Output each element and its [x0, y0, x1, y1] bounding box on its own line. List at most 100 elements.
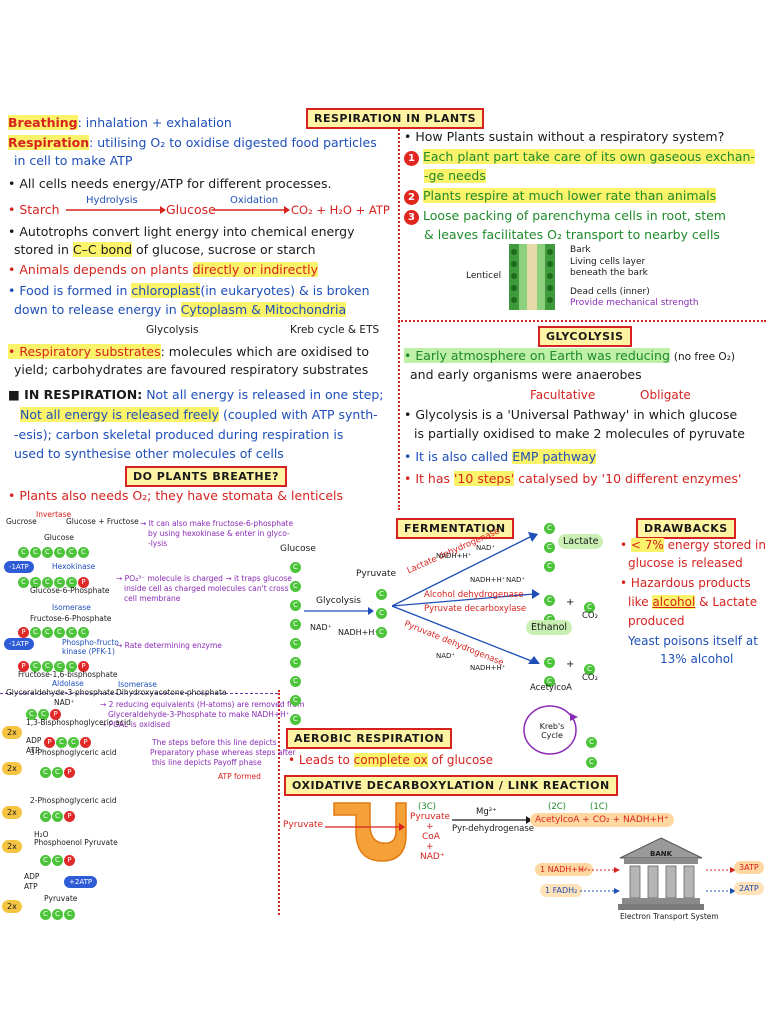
- drawback-3: Yeast poisons itself at: [628, 634, 758, 648]
- minus-atp-2: -1ATP: [4, 638, 34, 650]
- ets-2atp: 2ATP: [734, 882, 764, 895]
- drawback-1b: glucose is released: [628, 556, 743, 570]
- arrow-fadh-to-bank: [580, 888, 620, 894]
- pga2-label: 2-Phosphoglyceric acid: [30, 796, 117, 805]
- not-all-line-3: -esis); carbon skeletal produced during …: [14, 427, 344, 442]
- x2-badge-4: 2x: [2, 840, 22, 853]
- note-1a: → It can also make fructose-6-phosphate: [140, 519, 294, 528]
- autotrophs-line-1: • Autotrophs convert light energy into c…: [8, 224, 355, 239]
- ethanol-plus: +: [566, 597, 575, 608]
- divider-vertical-top: [398, 110, 400, 510]
- food-line-1: • Food is formed in chloroplast(in eukar…: [8, 283, 370, 298]
- x2-badge-5: 2x: [2, 900, 22, 913]
- breathing-text: : inhalation + exhalation: [77, 115, 232, 130]
- in-respiration-line: ■ IN RESPIRATION: Not all energy is rele…: [8, 388, 383, 402]
- provide-strength-label: Provide mechanical strength: [570, 298, 699, 308]
- not-all-line-4: used to synthesise other molecules of ce…: [14, 446, 284, 461]
- no-free-o2: (no free O₂): [673, 351, 735, 363]
- pfk-label: Phospho-fructo: [62, 638, 119, 647]
- beneath-bark-label: beneath the bark: [570, 268, 648, 278]
- oxidation-label: Oxidation: [230, 195, 279, 206]
- ferm-nadh-label: NADH+H⁺: [338, 628, 379, 637]
- resp-substrates-line: • Respiratory substrates: molecules whic…: [8, 344, 370, 359]
- ldh-nad: NAD⁺: [476, 544, 496, 552]
- emp-line: • It is also called EMP pathway: [404, 449, 597, 464]
- x2-badge-1: 2x: [2, 726, 22, 739]
- minus-atp-1: -1ATP: [4, 561, 34, 573]
- arrow-nadh-to-bank: [580, 867, 620, 873]
- do-plants-breathe-title: DO PLANTS BREATHE?: [125, 466, 287, 487]
- resp-substrates-text: : molecules which are oxidised to: [160, 344, 370, 359]
- point-1-text-2: -ge needs: [424, 168, 486, 183]
- ferm-branch-arrows: [392, 532, 540, 664]
- respiration-text: : utilising O₂ to oxidise digested food …: [89, 135, 377, 150]
- atp-formed: ATP formed: [218, 772, 261, 781]
- krebs-c-2: C: [586, 752, 598, 771]
- note-1c: -lysis: [148, 539, 168, 548]
- link-pyruvate: Pyruvate: [410, 812, 451, 822]
- isomerase-label: Isomerase: [52, 603, 91, 612]
- glucose-fructose-label: Glucose + Fructose: [66, 517, 139, 526]
- acetylcoa-chain: CC: [544, 652, 556, 690]
- drawback-2b: like alcohol & Lactate: [628, 595, 757, 609]
- drawback-lactate: & Lactate: [699, 595, 758, 609]
- food-text-1: • Food is formed in: [8, 283, 128, 298]
- early-atmosphere-line: • Early atmosphere on Earth was reducing…: [404, 348, 735, 364]
- ferm-pyruvate-chain: CCC: [376, 584, 388, 641]
- arrow-glucose-products: [212, 206, 290, 214]
- aerobic-leads-to: • Leads to: [288, 753, 350, 767]
- resp-substrates-label: • Respiratory substrates: [8, 344, 161, 359]
- pga3-label: 3-Phosphoglyceric acid: [30, 748, 117, 757]
- ferm-glycolysis-arrow: [304, 607, 374, 615]
- atp-label-1: ATP: [26, 746, 40, 755]
- point-2-text: Plants respire at much lower rate than a…: [423, 188, 717, 203]
- adh-nadh: NADH+H⁺: [470, 576, 506, 584]
- f6p-label: Fructose-6-Phosphate: [30, 614, 112, 623]
- respiration-text-2: in cell to make ATP: [14, 153, 133, 168]
- ethanol-co2-atom: C: [584, 597, 596, 616]
- glycolysis-title: GLYCOLYSIS: [538, 326, 632, 347]
- link-plus-1: +: [426, 822, 434, 832]
- x2-badge-2: 2x: [2, 762, 22, 775]
- note-3b: Glyceraldehyde-3-Phosphate to make NADH+…: [108, 710, 290, 719]
- mitochondria-icon: [333, 802, 407, 862]
- acetyl-co2: CO₂: [582, 673, 599, 683]
- how-plants-question: • How Plants sustain without a respirato…: [404, 129, 725, 144]
- link-3c: (3C): [418, 802, 436, 812]
- link-plus-2: +: [426, 842, 434, 852]
- bark-label: Bark: [570, 245, 591, 255]
- early-organisms: and early organisms were anaerobes: [410, 367, 642, 382]
- divider-vertical-bottom: [278, 690, 280, 915]
- note-3a: → 2 reducing equivalents (H-atoms) are r…: [100, 700, 305, 709]
- adh-nad: NAD⁺: [506, 576, 526, 584]
- link-products: AcetylcoA + CO₂ + NADH+H⁺: [530, 813, 674, 827]
- emp-pathway: EMP pathway: [512, 449, 597, 464]
- starch-label: • Starch: [8, 202, 60, 217]
- pdc-label: Pyruvate decarboxylase: [424, 604, 527, 614]
- arrow-bank-to-2atp: [706, 888, 736, 894]
- food-text-3: down to release energy in: [14, 302, 177, 317]
- autotrophs-sugars: of glucose, sucrose or starch: [136, 242, 316, 257]
- arrow-starch-glucose: [66, 206, 166, 214]
- drawback-like: like: [628, 595, 649, 609]
- note-2a: → PO₄³⁻ molecule is charged → it traps g…: [116, 574, 292, 583]
- arrow-bank-to-3atp: [706, 867, 736, 873]
- pdh-nadh: NADH+H⁺: [470, 664, 506, 672]
- ferm-nad-label: NAD⁺: [310, 623, 332, 632]
- plus-atp: +2ATP: [64, 876, 98, 888]
- ets-nadh: 1 NADH+H⁺: [535, 863, 594, 876]
- resp-substrates-text-2: yield; carbohydrates are favoured respir…: [14, 362, 369, 377]
- ferm-pyruvate-label: Pyruvate: [356, 569, 397, 579]
- divider-horizontal-right: [398, 320, 766, 322]
- acetyl-co2-atom: C: [584, 659, 596, 678]
- ten-steps: '10 steps': [454, 471, 515, 486]
- glucose-step-label: Glucose: [44, 533, 74, 542]
- f16bp-label: Fructose-1,6-bisphosphate: [18, 670, 118, 679]
